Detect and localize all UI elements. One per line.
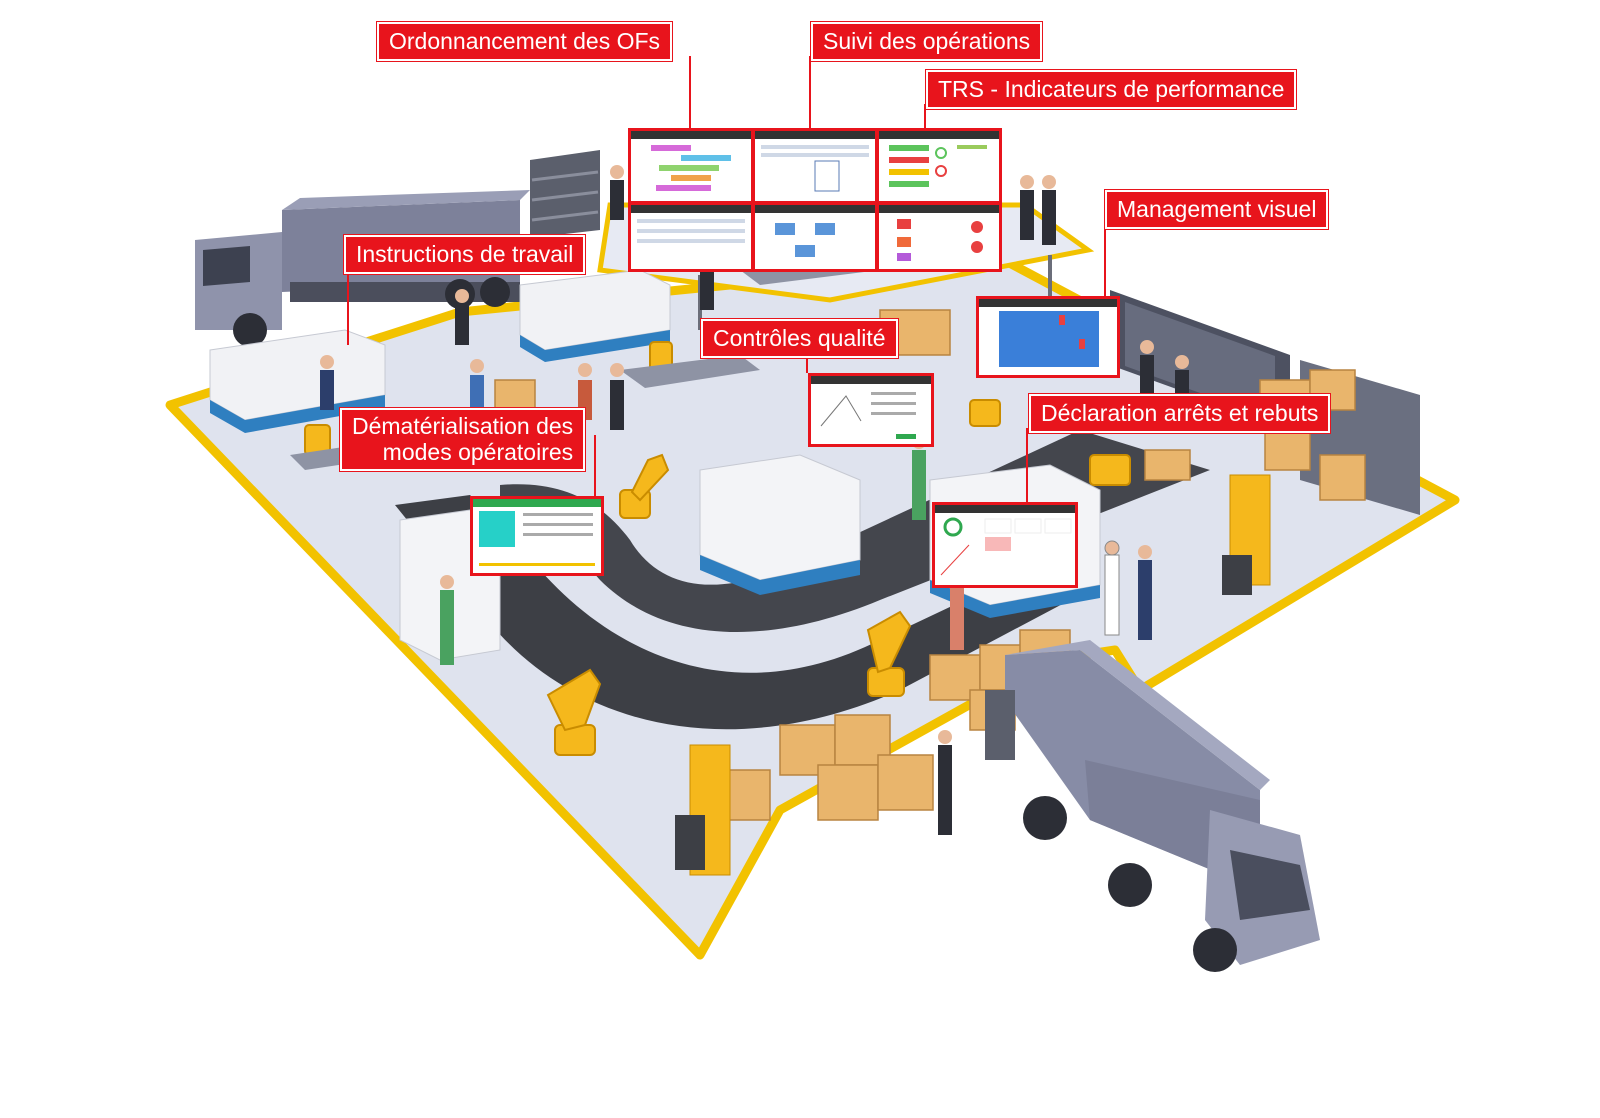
screen-planning: [628, 128, 754, 204]
callout-trs-indicateurs: TRS - Indicateurs de performance: [926, 70, 1297, 109]
callout-instructions-travail: Instructions de travail: [344, 235, 586, 274]
screen-quality: [808, 373, 934, 447]
callout-dematerialisation-line1: Dématérialisation des: [352, 413, 574, 439]
screen-operating-modes: [470, 496, 604, 576]
callout-suivi-operations: Suivi des opérations: [811, 22, 1043, 61]
callout-connectors: [347, 56, 1106, 502]
callout-declaration-arrets: Déclaration arrêts et rebuts: [1029, 394, 1331, 433]
workers: [320, 165, 1189, 835]
screen-visual-management: [976, 296, 1120, 378]
robot-arms: [304, 341, 1131, 756]
callout-dematerialisation-line2: modes opératoires: [382, 439, 574, 465]
box-pallets: [494, 309, 1366, 821]
cnc-machines: [209, 269, 671, 433]
callout-ordonnancement: Ordonnancement des OFs: [377, 22, 673, 61]
callout-management-visuel: Management visuel: [1105, 190, 1329, 229]
back-shelving: [530, 150, 600, 238]
screen-list: [628, 202, 754, 272]
pallet-stackers: [675, 474, 1271, 876]
screen-stops-scrap: [932, 502, 1078, 588]
screen-flow: [752, 202, 878, 272]
front-truck: [985, 640, 1320, 972]
screen-trs: [876, 128, 1002, 204]
callout-dematerialisation: Dématérialisation des modes opératoires: [340, 408, 586, 471]
screen-charts: [876, 202, 1002, 272]
callout-controles-qualite: Contrôles qualité: [701, 319, 898, 358]
screen-operations: [752, 128, 878, 204]
